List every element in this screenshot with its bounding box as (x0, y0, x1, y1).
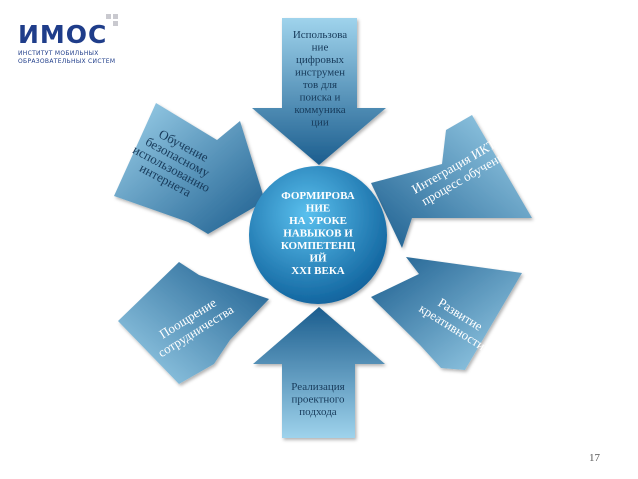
imos-logo: ИМОС ИНСТИТУТ МОБИЛЬНЫХ ОБРАЗОВАТЕЛЬНЫХ … (14, 12, 126, 72)
label-line: тов для (303, 79, 337, 91)
arrow-bottom (253, 307, 385, 438)
label-line: НИЕ (306, 203, 330, 215)
label-line: XXI ВЕКА (291, 265, 345, 277)
label-line: Использова (293, 29, 347, 41)
label-line: инструмен (295, 67, 345, 79)
label-line: КОМПЕТЕНЦ (281, 240, 356, 252)
label-line: НА УРОКЕ (289, 215, 347, 227)
arrow-bottom-left (118, 262, 269, 384)
arrow-bottom-right (371, 257, 522, 370)
logo-square-icon (113, 14, 118, 19)
label-line: ние (312, 42, 329, 54)
logo-subtitle-line1: ИНСТИТУТ МОБИЛЬНЫХ (18, 50, 99, 57)
logo-square-icon (113, 21, 118, 26)
logo-square-icon (106, 14, 111, 19)
label-line: проектного (291, 394, 345, 406)
page-number: 17 (589, 452, 600, 464)
label-line: цифровых (296, 54, 344, 66)
label-line: ИЙ (309, 253, 327, 265)
label-line: подхода (299, 406, 337, 418)
logo-subtitle-line2: ОБРАЗОВАТЕЛЬНЫХ СИСТЕМ (18, 58, 116, 65)
center-circle (249, 166, 387, 304)
label-line: НАВЫКОВ И (283, 228, 353, 240)
label-line: коммуника (294, 104, 345, 116)
arrow-top (252, 18, 386, 165)
label-line: ФОРМИРОВА (281, 190, 354, 202)
arrow-top-right (371, 115, 532, 248)
label-line: поиска и (300, 92, 341, 104)
label-line: ции (311, 117, 329, 129)
label-line: Реализация (291, 381, 344, 393)
arrow-top-left (114, 103, 265, 234)
logo-brand-text: ИМОС (18, 20, 108, 49)
